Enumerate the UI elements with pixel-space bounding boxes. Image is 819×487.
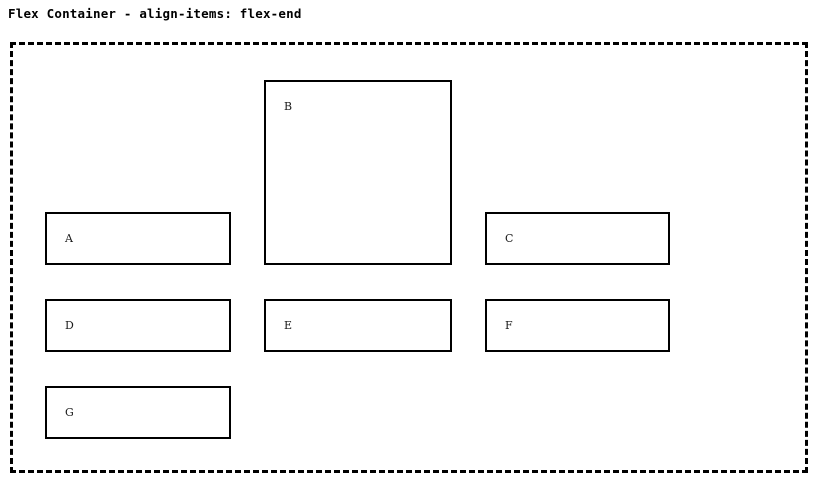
flex-item-a-label: A xyxy=(65,232,73,245)
flex-item-b-label: B xyxy=(284,100,293,113)
page-title: Flex Container - align-items: flex-end xyxy=(8,6,302,21)
flex-item-c[interactable]: C xyxy=(485,212,670,265)
flex-item-f-label: F xyxy=(505,319,513,332)
flex-item-e[interactable]: E xyxy=(264,299,452,352)
flex-item-b[interactable]: B xyxy=(264,80,452,265)
flex-container: A B C D E F G xyxy=(10,42,808,473)
flex-item-f[interactable]: F xyxy=(485,299,670,352)
flex-item-g[interactable]: G xyxy=(45,386,231,439)
flex-item-d[interactable]: D xyxy=(45,299,231,352)
flex-item-a[interactable]: A xyxy=(45,212,231,265)
flex-item-g-label: G xyxy=(65,406,74,419)
flex-item-c-label: C xyxy=(505,232,514,245)
flex-item-e-label: E xyxy=(284,319,293,332)
flex-item-d-label: D xyxy=(65,319,74,332)
